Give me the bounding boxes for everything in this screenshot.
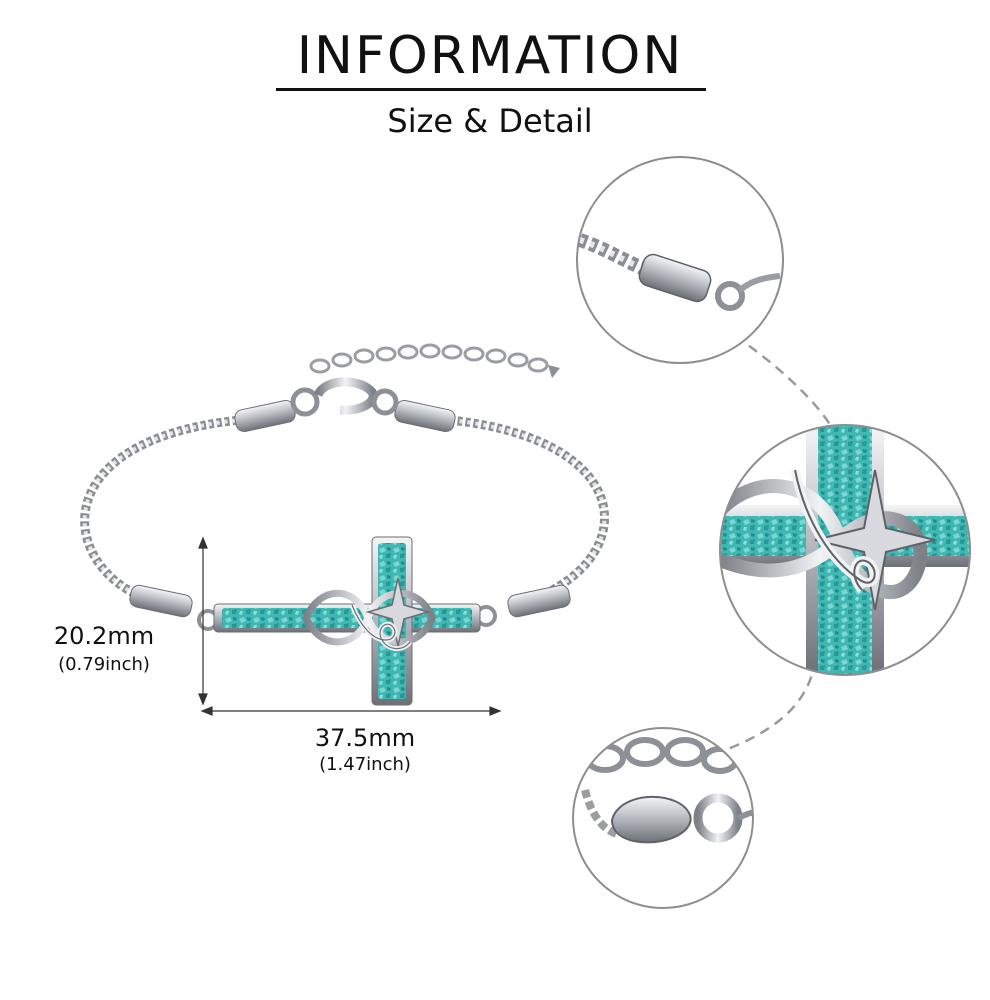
- detail-cross-icon: [719, 424, 971, 676]
- height-inches: (0.79inch): [58, 654, 150, 675]
- height-dimension-line: [198, 536, 208, 706]
- detail-connector-dashes: [734, 334, 837, 441]
- page-subtitle: Size & Detail: [387, 102, 593, 140]
- page-title: INFORMATION: [296, 26, 684, 86]
- width-dimension-line: [200, 706, 502, 716]
- height-value: 20.2mm: [53, 622, 155, 650]
- width-value: 37.5mm: [314, 724, 416, 752]
- detail-clasp-icon: [572, 727, 754, 909]
- detail-connector-icon: [576, 156, 784, 364]
- width-inches: (1.47inch): [319, 754, 411, 775]
- title-underline: [276, 88, 706, 91]
- bracelet-image: [80, 343, 610, 706]
